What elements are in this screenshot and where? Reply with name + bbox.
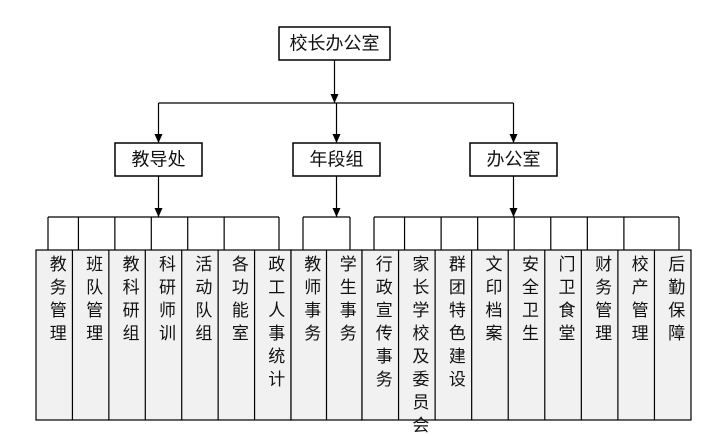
leaf-node-label: 校产管理: [632, 255, 649, 344]
arrow-branch-3-to-leaves: [509, 208, 518, 217]
leaf-node-label: 行政宣传事务: [376, 255, 393, 390]
leaf-panel-3: 行政宣传事务 家长学校及委员会 群团特色建设 文印档案 安全卫生 门卫食堂 财务管理 校产管理…: [361, 249, 692, 436]
leaf-node-label: 各功能室: [232, 255, 249, 344]
branch-box-bangong-border: [469, 142, 558, 177]
leaf-node-label: 活动队组: [195, 255, 212, 344]
root-node-box-border: [278, 26, 391, 61]
arrow-branch-1-to-leaves: [154, 208, 163, 217]
leaf-panel-1-frame: [35, 249, 292, 421]
arrow-root: [330, 94, 339, 103]
arrow-branch-2: [332, 134, 341, 143]
leaf-node-label: 班队管理: [86, 255, 103, 344]
leaf-node-label: 安全卫生: [522, 255, 539, 344]
branch-box-nianduan: 年段组: [292, 142, 381, 177]
branch-box-jiaodao: 教导处: [114, 142, 203, 177]
leaf-node-label: 后勤保障: [668, 255, 685, 344]
leaf-node-label: 学生事务: [340, 255, 357, 344]
leaf-node-label: 教师事务: [304, 255, 321, 344]
leaf-panel-3-frame: [361, 249, 692, 421]
leaf-node-label: 教科研组: [123, 255, 140, 344]
branch-box-bangong: 办公室: [469, 142, 558, 177]
branch-box-nianduan-label: 年段组: [310, 150, 364, 171]
arrow-branch-1: [154, 134, 163, 143]
arrow-branch-2-to-leaves: [332, 208, 341, 217]
leaf-node-label: 教务管理: [50, 255, 67, 344]
leaf-node-label: 家长学校及委员会: [412, 255, 429, 436]
leaf-node-label: 群团特色建设: [449, 255, 466, 390]
leaf-node-label: 门卫食堂: [559, 255, 576, 344]
branch-box-bangong-label: 办公室: [487, 150, 541, 171]
branch-box-jiaodao-label: 教导处: [132, 150, 186, 171]
leaf-node-label: 财务管理: [595, 255, 612, 344]
branch-box-nianduan-border: [292, 142, 381, 177]
leaf-node-label: 科研师训: [159, 255, 176, 344]
leaf-node-label: 文印档案: [485, 255, 502, 344]
leaf-node-label: 政工人事统计: [268, 255, 285, 390]
leaf-panel-1: 教务管理 班队管理 教科研组 科研师训 活动队组 各功能室 政工人事统计: [35, 249, 292, 421]
root-node-box-label: 校长办公室: [290, 34, 380, 55]
arrow-branch-3: [509, 134, 518, 143]
root-node-box: 校长办公室: [278, 26, 391, 61]
